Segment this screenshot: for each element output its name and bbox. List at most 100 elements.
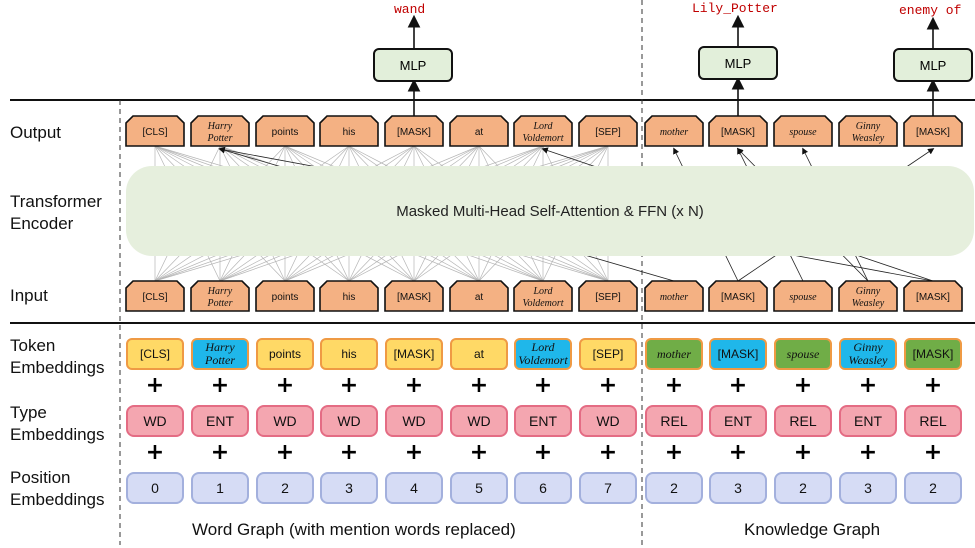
- plus-sign-type-3: +: [339, 440, 359, 465]
- type-embedding-label-12: REL: [919, 413, 947, 429]
- output-token-0: [CLS]: [125, 115, 185, 147]
- token-embedding-label-12: [MASK]: [912, 347, 954, 361]
- type-embedding-1: ENT: [191, 405, 249, 437]
- position-embedding-label-10: 2: [799, 480, 807, 496]
- input-token-label-8: mother: [660, 292, 688, 303]
- token-embedding-1: Harry Potter: [191, 338, 249, 370]
- type-embedding-8: REL: [645, 405, 703, 437]
- input-token-4: [MASK]: [384, 280, 444, 312]
- token-embedding-10: spouse: [774, 338, 832, 370]
- prediction-enemy-of: enemy of: [899, 3, 962, 18]
- token-embedding-6: Lord Voldemort: [514, 338, 572, 370]
- output-token-4: [MASK]: [384, 115, 444, 147]
- output-token-label-1: Potter: [207, 133, 233, 144]
- token-embedding-8: mother: [645, 338, 703, 370]
- output-token-label-0: [CLS]: [142, 127, 167, 138]
- output-token-label-4: [MASK]: [397, 127, 431, 138]
- plus-sign-type-12: +: [923, 440, 943, 465]
- prediction-lily-potter: Lily_Potter: [692, 1, 778, 16]
- output-token-label-5: at: [475, 127, 484, 138]
- position-embedding-label-4: 4: [410, 480, 418, 496]
- plus-sign-token-8: +: [664, 373, 684, 398]
- position-embedding-1: 1: [191, 472, 249, 504]
- input-token-12: [MASK]: [903, 280, 963, 312]
- input-token-label-11: Ginny: [856, 286, 881, 297]
- type-embedding-12: REL: [904, 405, 962, 437]
- mlp-label: MLP: [919, 57, 947, 73]
- plus-sign-type-4: +: [404, 440, 424, 465]
- plus-sign-token-2: +: [275, 373, 295, 398]
- output-token-label-7: [SEP]: [595, 127, 621, 138]
- plus-sign-token-11: +: [858, 373, 878, 398]
- transformer-encoder-block: Masked Multi-Head Self-Attention & FFN (…: [126, 166, 974, 256]
- input-token-5: at: [449, 280, 509, 312]
- input-token-3: his: [319, 280, 379, 312]
- mlp-box-2: MLP: [698, 46, 778, 80]
- input-token-label-11: Weasley: [852, 298, 885, 309]
- input-token-label-2: points: [272, 292, 299, 303]
- input-token-label-1: Harry: [207, 286, 233, 297]
- type-embedding-11: ENT: [839, 405, 897, 437]
- token-embedding-label-3: his: [341, 347, 357, 361]
- row-label-output: Output: [10, 123, 62, 142]
- token-embedding-label-2: points: [268, 347, 302, 361]
- type-embedding-label-4: WD: [402, 413, 426, 429]
- input-token-8: mother: [644, 280, 704, 312]
- token-embedding-3: his: [320, 338, 378, 370]
- plus-sign-token-1: +: [210, 373, 230, 398]
- output-token-label-3: his: [343, 127, 356, 138]
- input-token-10: spouse: [773, 280, 833, 312]
- token-embedding-label-1: Harry Potter: [205, 340, 235, 367]
- output-token-7: [SEP]: [578, 115, 638, 147]
- plus-sign-token-5: +: [469, 373, 489, 398]
- position-embedding-4: 4: [385, 472, 443, 504]
- token-embedding-label-4: [MASK]: [393, 347, 435, 361]
- token-embedding-label-9: [MASK]: [717, 347, 759, 361]
- position-embedding-6: 6: [514, 472, 572, 504]
- plus-sign-token-4: +: [404, 373, 424, 398]
- type-embedding-6: ENT: [514, 405, 572, 437]
- row-label-encoder: Transformer Encoder: [10, 192, 102, 233]
- output-token-label-1: Harry: [207, 121, 233, 132]
- input-token-0: [CLS]: [125, 280, 185, 312]
- token-embedding-label-6: Lord Voldemort: [518, 340, 568, 367]
- type-embedding-label-11: ENT: [854, 413, 882, 429]
- token-embedding-label-5: at: [473, 347, 484, 361]
- token-embedding-0: [CLS]: [126, 338, 184, 370]
- encoder-label: Masked Multi-Head Self-Attention & FFN (…: [396, 202, 704, 220]
- input-token-label-12: [MASK]: [916, 292, 950, 303]
- plus-sign-type-8: +: [664, 440, 684, 465]
- type-embedding-2: WD: [256, 405, 314, 437]
- input-token-label-9: [MASK]: [721, 292, 755, 303]
- token-embedding-12: [MASK]: [904, 338, 962, 370]
- input-token-7: [SEP]: [578, 280, 638, 312]
- type-embedding-label-0: WD: [143, 413, 167, 429]
- plus-sign-type-10: +: [793, 440, 813, 465]
- type-embedding-7: WD: [579, 405, 637, 437]
- plus-sign-type-5: +: [469, 440, 489, 465]
- type-embedding-label-9: ENT: [724, 413, 752, 429]
- input-token-label-6: Lord: [532, 286, 553, 297]
- position-embedding-label-11: 3: [864, 480, 872, 496]
- knowledge-graph-label: Knowledge Graph: [744, 520, 881, 539]
- plus-sign-token-0: +: [145, 373, 165, 398]
- token-embedding-11: Ginny Weasley: [839, 338, 897, 370]
- mlp-box-1: MLP: [373, 48, 453, 82]
- token-embedding-label-0: [CLS]: [139, 347, 170, 361]
- row-label-type-embeddings: Type Embeddings: [10, 403, 105, 444]
- input-token-9: [MASK]: [708, 280, 768, 312]
- input-token-label-0: [CLS]: [142, 292, 167, 303]
- type-embedding-label-8: REL: [660, 413, 688, 429]
- token-embedding-4: [MASK]: [385, 338, 443, 370]
- position-embedding-label-8: 2: [670, 480, 678, 496]
- output-token-label-11: Weasley: [852, 133, 885, 144]
- position-embedding-9: 3: [709, 472, 767, 504]
- token-embedding-2: points: [256, 338, 314, 370]
- output-token-label-12: [MASK]: [916, 127, 950, 138]
- token-embedding-label-7: [SEP]: [592, 347, 624, 361]
